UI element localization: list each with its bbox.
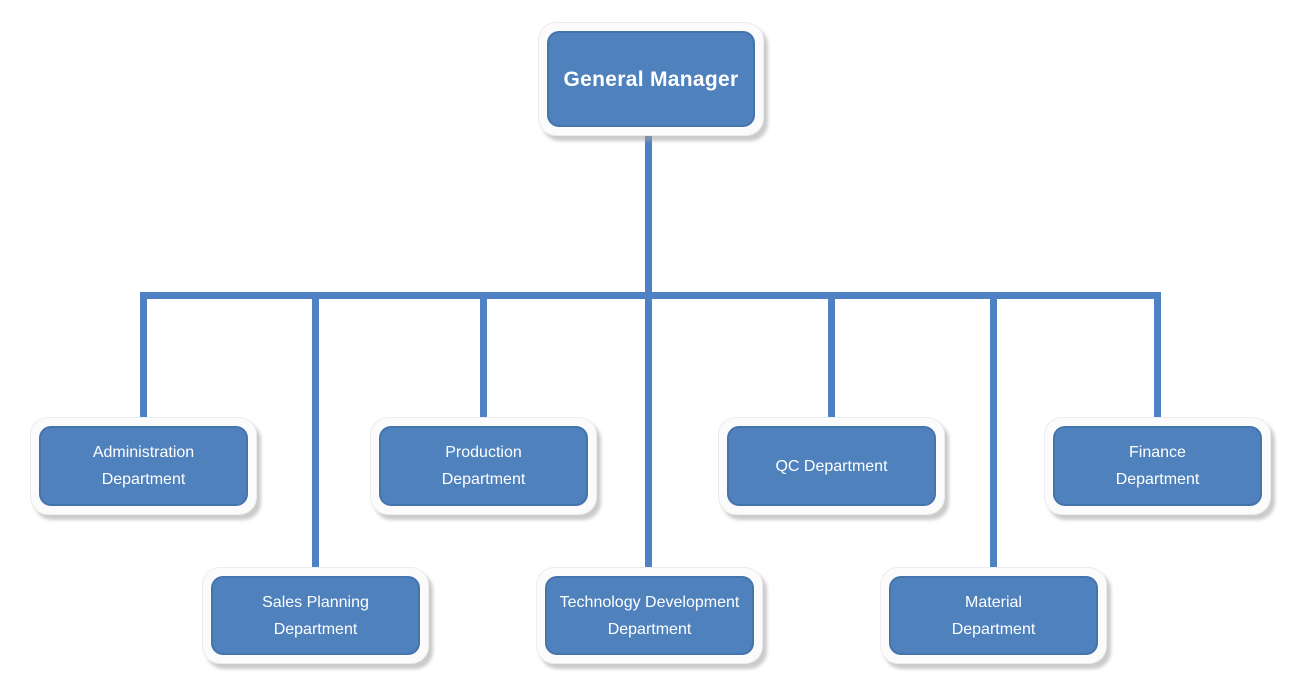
node-label-line: Department bbox=[607, 620, 692, 638]
node-sales-planning-department[interactable]: Sales Planning Department bbox=[202, 567, 429, 664]
node-finance-department[interactable]: Finance Department bbox=[1044, 417, 1271, 515]
node-box: Finance Department bbox=[1053, 426, 1262, 506]
node-general-manager[interactable]: General Manager bbox=[538, 22, 764, 136]
connector-drop-qc bbox=[828, 292, 835, 422]
node-label-line: Department bbox=[101, 471, 186, 488]
node-box: Administration Department bbox=[39, 426, 248, 506]
connector-drop-administration bbox=[140, 292, 147, 422]
connector-drop-material bbox=[990, 292, 997, 572]
node-label-line: Finance bbox=[1129, 444, 1186, 461]
node-label-line: Material bbox=[965, 593, 1022, 611]
node-qc-department[interactable]: QC Department bbox=[718, 417, 945, 515]
connector-trunk-vertical bbox=[645, 132, 652, 572]
node-technology-development-department[interactable]: Technology Development Department bbox=[536, 567, 763, 664]
connector-drop-finance bbox=[1154, 292, 1161, 422]
node-label-line: Sales Planning bbox=[262, 593, 369, 611]
node-box: General Manager bbox=[547, 31, 755, 127]
node-administration-department[interactable]: Administration Department bbox=[30, 417, 257, 515]
node-box: QC Department bbox=[727, 426, 936, 506]
node-material-department[interactable]: Material Department bbox=[880, 567, 1107, 664]
node-box: Material Department bbox=[889, 576, 1098, 655]
node-box: Sales Planning Department bbox=[211, 576, 420, 655]
node-production-department[interactable]: Production Department bbox=[370, 417, 597, 515]
node-label-line: Department bbox=[1115, 471, 1200, 488]
node-label-line: Department bbox=[441, 471, 526, 488]
connector-horizontal-bus bbox=[140, 292, 1161, 299]
node-label-line: Department bbox=[273, 620, 358, 638]
connector-drop-sales-planning bbox=[312, 292, 319, 572]
node-label-line: Production bbox=[445, 444, 522, 461]
connector-drop-production bbox=[480, 292, 487, 422]
node-label-line: Technology Development bbox=[559, 593, 740, 611]
node-box: Technology Development Department bbox=[545, 576, 754, 655]
node-label: General Manager bbox=[563, 67, 739, 91]
node-box: Production Department bbox=[379, 426, 588, 506]
node-label-line: QC Department bbox=[775, 457, 888, 475]
node-label-line: Department bbox=[951, 620, 1036, 638]
node-label-line: Administration bbox=[92, 444, 195, 461]
